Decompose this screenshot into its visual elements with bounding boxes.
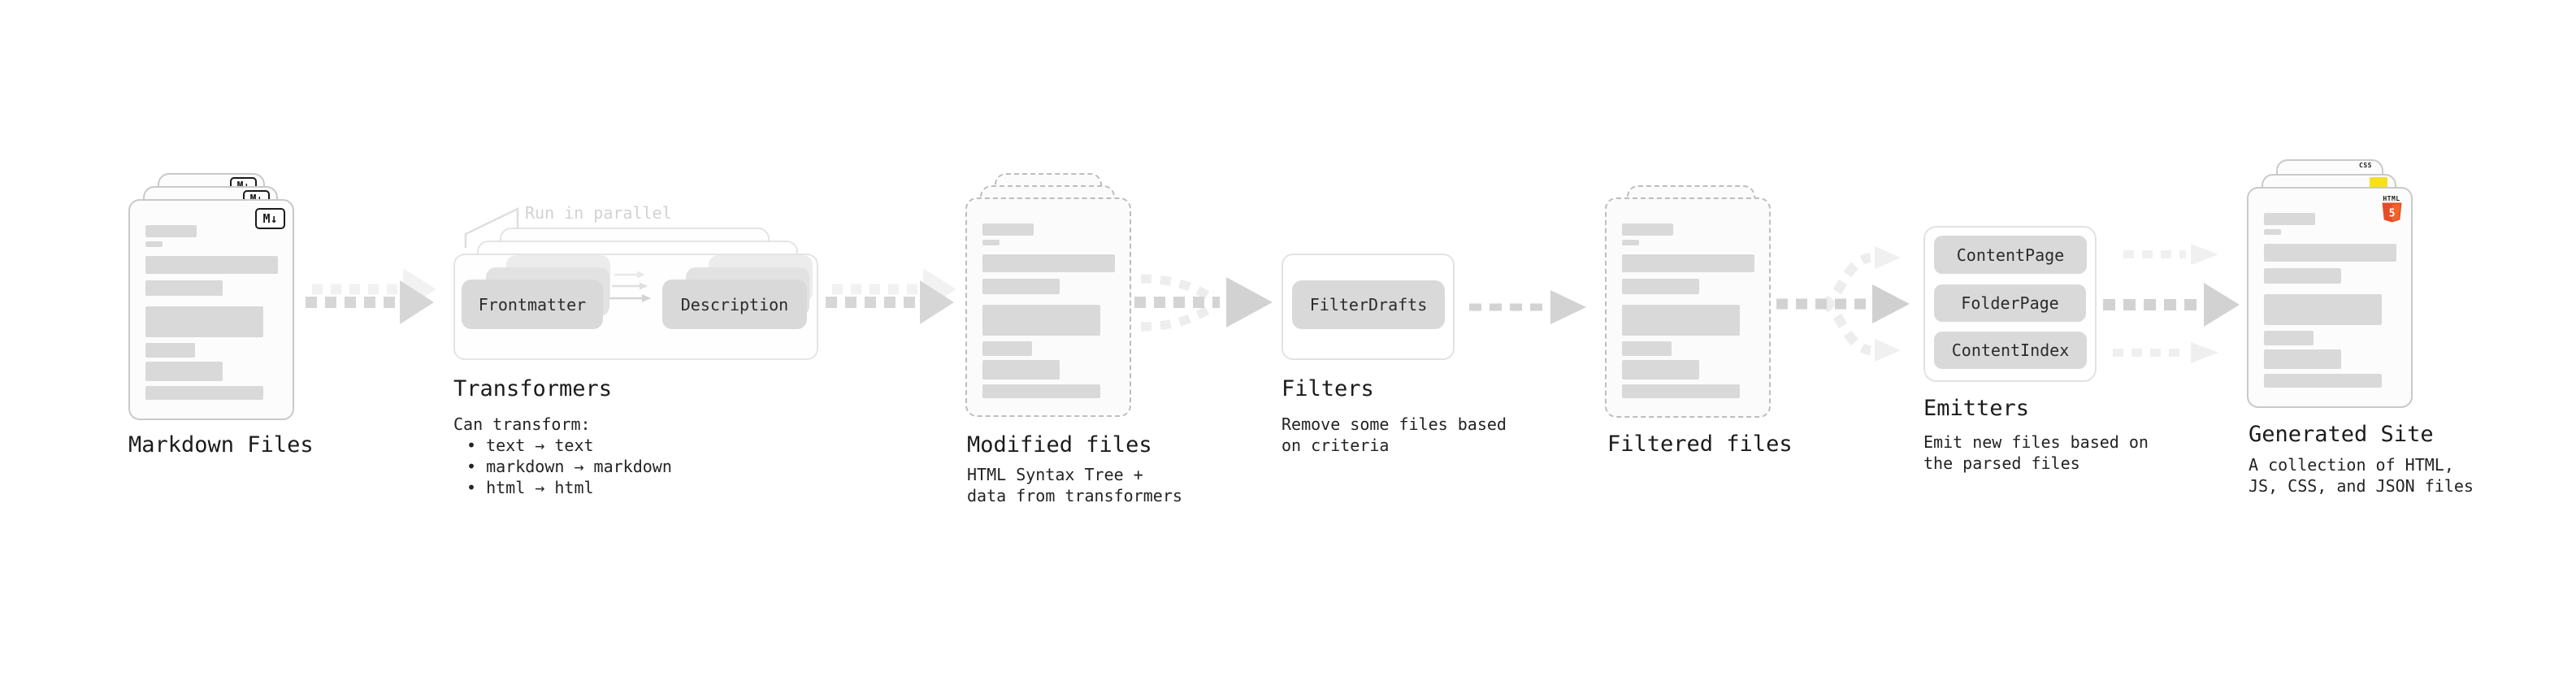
- filterdrafts-chip: FilterDrafts: [1292, 280, 1445, 329]
- placeholder-line: [145, 362, 223, 381]
- emitters-description: Emit new files based on the parsed files: [1923, 432, 2149, 474]
- placeholder-line: [982, 305, 1100, 336]
- flow-arrow-emitters-to-generated: [2103, 244, 2240, 363]
- filtered-doc-front: [1605, 197, 1771, 418]
- filters-sub-line: Remove some files based: [1281, 414, 1507, 434]
- placeholder-line: [982, 360, 1060, 380]
- generated-description: A collection of HTML, JS, CSS, and JSON …: [2249, 454, 2474, 497]
- placeholder-line: [2264, 213, 2315, 225]
- transformers-description: Can transform: • text → text • markdown …: [453, 414, 672, 498]
- emitters-sub-line: Emit new files based on: [1923, 432, 2149, 452]
- flow-arrow-filtered-to-emitters: [1776, 246, 1910, 362]
- modified-doc-front: [965, 197, 1131, 417]
- stage-label-transformers: Transformers: [453, 376, 613, 401]
- filters-description: Remove some files based on criteria: [1281, 414, 1507, 456]
- transform-bullet: • markdown → markdown: [466, 457, 672, 476]
- flow-arrow-modified-to-filters: [1134, 274, 1273, 332]
- placeholder-line: [2264, 349, 2341, 369]
- html5-shield: 5: [2382, 202, 2401, 223]
- emitters-sub-line: the parsed files: [1923, 453, 2080, 473]
- placeholder-line: [1622, 240, 1639, 245]
- folderpage-chip: FolderPage: [1934, 284, 2086, 322]
- markdown-doc-front: M↓: [128, 199, 294, 420]
- placeholder-line: [145, 225, 197, 237]
- placeholder-line: [2264, 331, 2314, 345]
- generated-doc-front: HTML 5: [2247, 187, 2413, 408]
- modified-description: HTML Syntax Tree + data from transformer…: [967, 464, 1182, 506]
- description-chip: Description: [662, 280, 807, 329]
- run-in-parallel-annotation: Run in parallel: [525, 203, 672, 223]
- flow-arrow-markdown-to-transformers: [306, 268, 436, 324]
- modified-sub-line: HTML Syntax Tree +: [967, 465, 1143, 484]
- placeholder-line: [1622, 360, 1699, 380]
- markdown-icon: M↓: [255, 208, 285, 229]
- css-icon-label: CSS: [2359, 162, 2372, 169]
- stage-label-markdown-files: Markdown Files: [128, 432, 314, 458]
- contentindex-chip: ContentIndex: [1934, 332, 2087, 369]
- flow-arrow-filters-to-filtered: [1469, 290, 1586, 324]
- placeholder-line: [145, 306, 263, 337]
- stage-label-filters: Filters: [1281, 376, 1374, 401]
- placeholder-line: [2264, 229, 2281, 235]
- placeholder-line: [982, 279, 1060, 294]
- placeholder-line: [1622, 279, 1699, 294]
- html5-number: 5: [2388, 208, 2395, 220]
- placeholder-line: [982, 384, 1100, 398]
- placeholder-line: [2264, 268, 2341, 284]
- placeholder-line: [982, 254, 1115, 272]
- modified-sub-line: data from transformers: [967, 486, 1182, 505]
- placeholder-line: [982, 341, 1032, 356]
- placeholder-line: [145, 241, 163, 247]
- parallel-transform-arrows: [609, 271, 651, 302]
- placeholder-line: [2264, 294, 2382, 325]
- placeholder-line: [1622, 254, 1754, 272]
- html5-icon: HTML 5: [2379, 195, 2404, 228]
- placeholder-line: [2264, 374, 2382, 388]
- placeholder-line: [145, 280, 223, 296]
- frontmatter-chip: Frontmatter: [462, 280, 603, 329]
- stage-label-modified-files: Modified files: [967, 432, 1152, 458]
- generated-sub-line: JS, CSS, and JSON files: [2249, 476, 2474, 496]
- stage-label-generated-site: Generated Site: [2249, 422, 2434, 447]
- transformers-sub-intro: Can transform:: [453, 414, 591, 434]
- placeholder-line: [1622, 305, 1740, 336]
- html5-icon-label: HTML: [2383, 195, 2400, 202]
- placeholder-line: [145, 386, 263, 400]
- flow-arrow-transformers-to-modified: [826, 268, 956, 324]
- placeholder-line: [1622, 341, 1672, 356]
- placeholder-line: [982, 223, 1034, 236]
- transform-bullet: • html → html: [466, 478, 594, 497]
- placeholder-line: [1622, 384, 1740, 398]
- main-dashed-arrow: [306, 280, 434, 324]
- placeholder-line: [145, 343, 195, 358]
- stage-label-emitters: Emitters: [1923, 396, 2030, 421]
- filters-sub-line: on criteria: [1281, 436, 1390, 455]
- markdown-icon-glyph: M↓: [262, 211, 278, 226]
- stage-label-filtered-files: Filtered files: [1607, 432, 1793, 457]
- contentpage-chip: ContentPage: [1934, 236, 2087, 274]
- placeholder-line: [145, 256, 278, 274]
- js-icon: [2370, 177, 2387, 189]
- placeholder-line: [982, 240, 1000, 245]
- annotation-leader-line: [464, 207, 519, 248]
- generated-sub-line: A collection of HTML,: [2249, 455, 2454, 475]
- placeholder-line: [1622, 223, 1673, 236]
- placeholder-line: [2264, 244, 2396, 262]
- transform-bullet: • text → text: [466, 436, 594, 455]
- main-dashed-arrow: [826, 280, 954, 324]
